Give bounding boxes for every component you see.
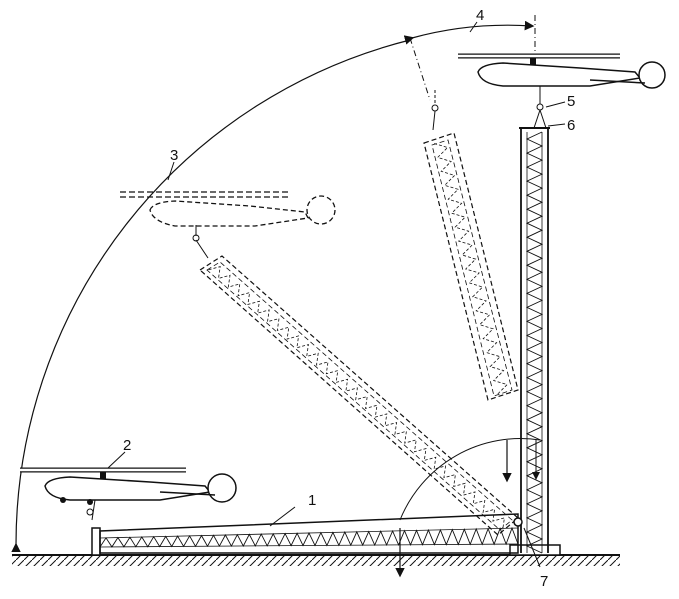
tower-position-75deg <box>423 132 519 401</box>
label-4: 4 <box>476 7 484 24</box>
left-foundation <box>91 527 101 556</box>
lying-tower-truss <box>99 513 519 554</box>
arc-4 <box>403 20 535 45</box>
pivot-hinge <box>513 517 523 527</box>
label-3: 3 <box>170 147 178 164</box>
helicopter-final <box>458 53 666 129</box>
tower-position-45deg <box>199 255 519 536</box>
ground <box>12 554 620 566</box>
helicopter-start <box>20 467 237 521</box>
helicopter-intermediate <box>120 191 336 259</box>
erected-tower-truss <box>519 127 550 554</box>
rotation-arc <box>11 39 411 553</box>
label-6: 6 <box>567 117 575 134</box>
label-2: 2 <box>123 437 131 454</box>
label-5: 5 <box>567 93 575 110</box>
base-rotation-arc <box>399 438 541 521</box>
label-1: 1 <box>308 492 316 509</box>
label-7: 7 <box>540 573 548 590</box>
